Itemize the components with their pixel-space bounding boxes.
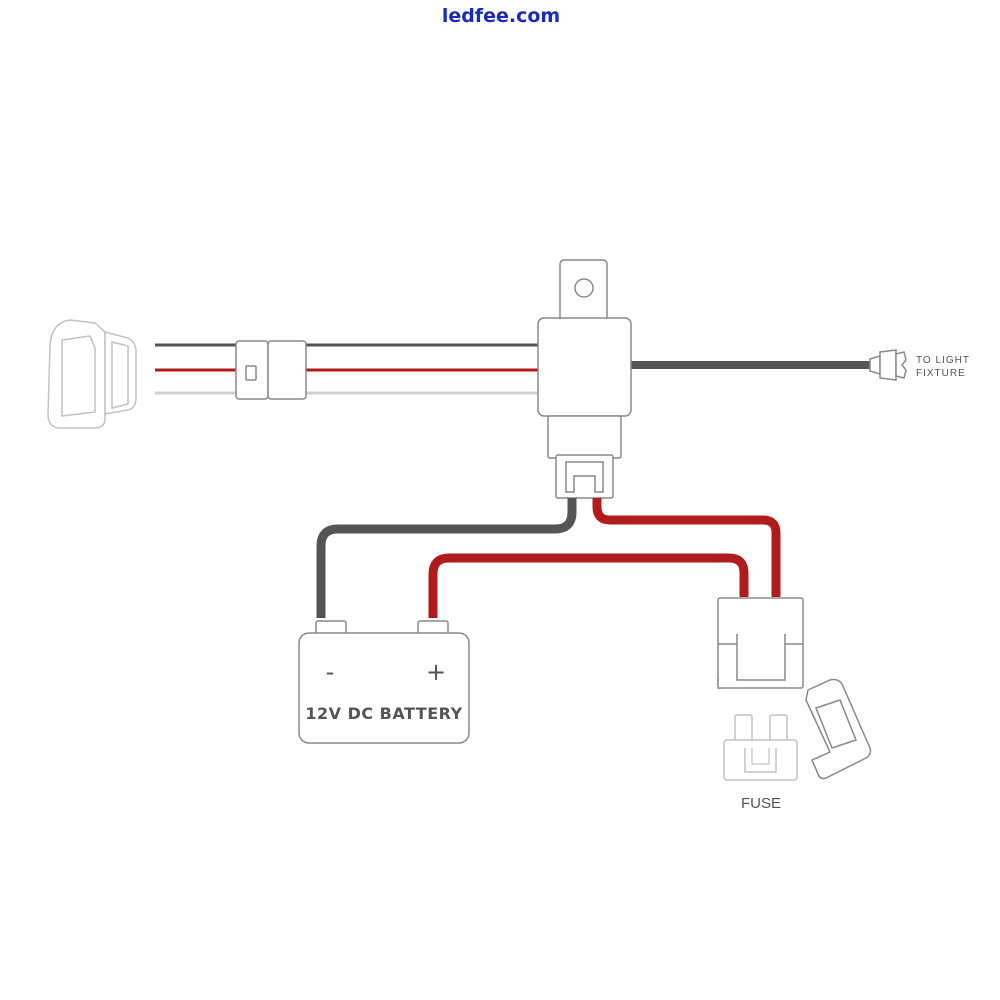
battery-negative-symbol: - [326, 658, 335, 686]
battery-positive-symbol: + [426, 658, 446, 686]
relay-body [537, 317, 632, 417]
rocker-switch [47, 319, 137, 429]
light-fixture-label: TO LIGHT [916, 355, 970, 366]
fuse-label: FUSE [741, 795, 781, 812]
switch-harness [155, 343, 538, 395]
battery-negative-wire [316, 498, 577, 618]
fuse-holder [717, 597, 872, 780]
relay-mount-hole [574, 278, 594, 298]
battery-positive-wire [428, 553, 749, 618]
relay [537, 259, 632, 499]
battery-label: 12V DC BATTERY [305, 704, 462, 723]
blade-fuse [723, 714, 798, 781]
relay-to-fuse-wire [592, 498, 781, 597]
light-fixture-terminal [869, 349, 907, 381]
watermark-text: ledfee.com [442, 5, 560, 27]
relay-base [547, 415, 622, 459]
inline-connector [235, 340, 307, 400]
light-fixture-label: FIXTURE [916, 368, 966, 379]
battery [298, 620, 470, 744]
battery-body [298, 632, 470, 744]
